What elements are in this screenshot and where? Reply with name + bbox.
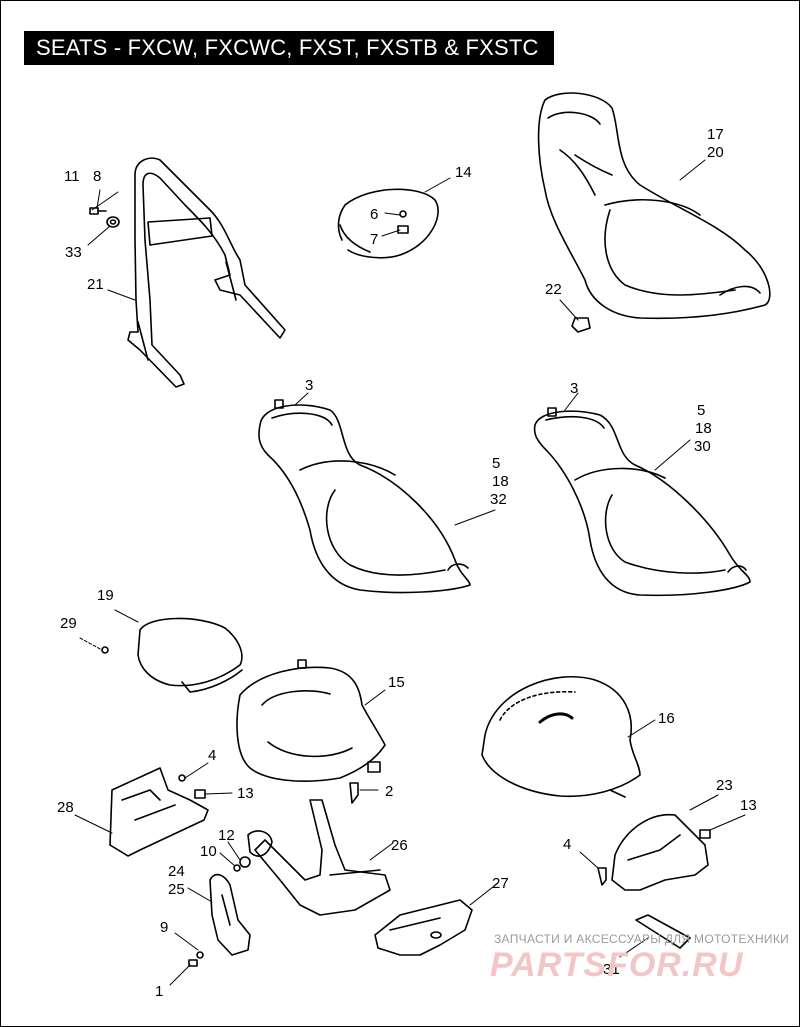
callout-18-right: 18 [695, 420, 712, 437]
callout-27: 27 [492, 875, 509, 892]
bracket-23 [597, 813, 711, 891]
callout-8: 8 [93, 168, 101, 185]
seat-5-18-32 [258, 399, 471, 594]
callout-20: 20 [707, 144, 724, 161]
callout-10: 10 [200, 843, 217, 860]
bracket-28 [109, 767, 209, 857]
callout-7: 7 [370, 231, 378, 248]
callout-31: 31 [603, 961, 620, 978]
callout-6: 6 [370, 206, 378, 223]
seat-strap-14 [337, 188, 439, 259]
callout-13-right: 13 [740, 797, 757, 814]
callout-23: 23 [716, 777, 733, 794]
page-title: SEATS - FXCW, FXCWC, FXST, FXSTB & FXSTC [24, 31, 554, 65]
callout-labels: 1 2 3 3 4 4 5 5 6 7 8 9 10 11 12 13 13 1… [57, 126, 757, 1000]
plate-27 [374, 899, 473, 956]
bracket-26 [247, 799, 391, 916]
callout-3-right: 3 [570, 380, 578, 397]
callout-26: 26 [391, 837, 408, 854]
callout-33: 33 [65, 244, 82, 261]
callout-1: 1 [155, 983, 163, 1000]
callout-28: 28 [57, 799, 74, 816]
leader-lines [74, 159, 746, 986]
seat-5-18-30 [533, 407, 751, 597]
callout-22: 22 [545, 281, 562, 298]
callout-11: 11 [64, 168, 80, 185]
bracket-24-25 [188, 856, 251, 967]
callout-21: 21 [87, 276, 104, 293]
callout-14: 14 [455, 164, 472, 181]
watermark-subtitle: ЗАПЧАСТИ И АКСЕССУАРЫ ДЛЯ МОТОТЕХНИКИ [494, 932, 790, 946]
bolt-2 [349, 782, 359, 804]
hardware-8-11-33 [89, 207, 120, 228]
callout-5-right: 5 [697, 402, 705, 419]
callout-32: 32 [490, 491, 507, 508]
callout-3-left: 3 [305, 377, 313, 394]
pillion-pad-19 [101, 617, 243, 693]
dual-seat-17-20 [537, 92, 771, 320]
callout-2: 2 [385, 783, 393, 800]
nut-22 [571, 317, 591, 333]
solo-seat-15 [236, 659, 386, 782]
callout-5-center: 5 [492, 455, 500, 472]
callout-30: 30 [694, 438, 711, 455]
watermark-logo: PARTSFOR.RU [490, 946, 744, 984]
callout-9: 9 [160, 919, 168, 936]
callout-16: 16 [658, 710, 675, 727]
callout-4-left: 4 [208, 747, 216, 764]
callout-13-left: 13 [237, 785, 254, 802]
callout-15: 15 [388, 674, 405, 691]
callout-4-right: 4 [563, 836, 571, 853]
seat-16 [481, 676, 641, 798]
callout-24: 24 [168, 863, 185, 880]
callout-12: 12 [218, 827, 235, 844]
sissy-bar-21 [127, 157, 286, 388]
callout-25: 25 [168, 881, 185, 898]
callout-18-center: 18 [492, 473, 509, 490]
callout-29: 29 [60, 615, 77, 632]
pin-31 [635, 914, 691, 949]
callout-19: 19 [97, 587, 114, 604]
callout-17: 17 [707, 126, 724, 143]
